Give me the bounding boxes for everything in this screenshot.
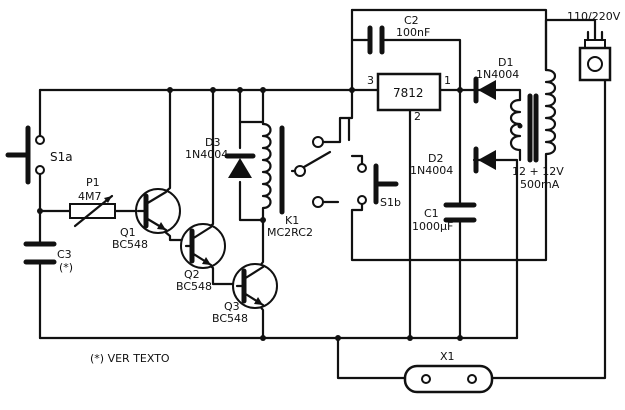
- label-s1a: S1a: [50, 150, 73, 164]
- label-trafo-current: 500mA: [520, 178, 560, 191]
- switch-s1b: [357, 163, 399, 205]
- label-d2-ref: D2: [428, 152, 443, 165]
- relay-contacts: [288, 136, 332, 208]
- label-x1: X1: [440, 350, 455, 363]
- diode-d2: [473, 146, 496, 174]
- label-d3-ref: D3: [205, 136, 220, 149]
- capacitor-c3: [23, 241, 57, 265]
- switch-s1a: [5, 125, 45, 185]
- label-pin-1: 1: [444, 74, 451, 87]
- diode-d1: [473, 76, 496, 104]
- label-k1-type: MC2RC2: [267, 226, 313, 239]
- label-k1-ref: K1: [285, 214, 299, 227]
- transistor-q3: [232, 263, 278, 309]
- label-s1b: S1b: [380, 196, 401, 209]
- label-d1-type: 1N4004: [476, 68, 519, 81]
- transistor-q1: [135, 188, 181, 234]
- wiring: [38, 8, 607, 380]
- label-c3-note: (*): [59, 261, 73, 274]
- label-trafo-voltage: 12 + 12V: [512, 165, 564, 178]
- label-d1-ref: D1: [498, 56, 513, 69]
- label-mains: 110/220V: [567, 10, 621, 23]
- label-c1-value: 1000µF: [412, 220, 453, 233]
- capacitor-c2: [363, 25, 389, 55]
- label-q1-type: BC548: [112, 238, 148, 251]
- label-q1-ref: Q1: [120, 226, 136, 239]
- regulator-7812: [376, 72, 442, 112]
- capacitor-c1: [443, 202, 477, 223]
- label-q2-type: BC548: [176, 280, 212, 293]
- label-p1-ref: P1: [86, 176, 100, 189]
- label-c2-ref: C2: [404, 14, 419, 27]
- label-pin-2: 2: [414, 110, 421, 123]
- label-regulator: 7812: [393, 86, 424, 100]
- relay-coil-k1: [261, 122, 285, 222]
- footnote: (*) VER TEXTO: [90, 352, 170, 365]
- label-d3-type: 1N4004: [185, 148, 228, 161]
- label-d2-type: 1N4004: [410, 164, 453, 177]
- junction-dots: [37, 87, 463, 341]
- label-q3-ref: Q3: [224, 300, 240, 313]
- label-q2-ref: Q2: [184, 268, 200, 281]
- transistor-q2: [180, 223, 226, 269]
- label-p1-value: 4M7: [78, 190, 102, 203]
- potentiometer-p1: [69, 194, 116, 228]
- label-q3-type: BC548: [212, 312, 248, 325]
- mains-plug-icon: [578, 30, 612, 82]
- label-pin-3: 3: [367, 74, 374, 87]
- label-c1-ref: C1: [424, 207, 439, 220]
- diode-d3: [224, 153, 256, 178]
- component-x1: [403, 364, 494, 394]
- label-c3-ref: C3: [57, 248, 72, 261]
- transformer: [509, 68, 557, 163]
- label-c2-value: 100nF: [396, 26, 430, 39]
